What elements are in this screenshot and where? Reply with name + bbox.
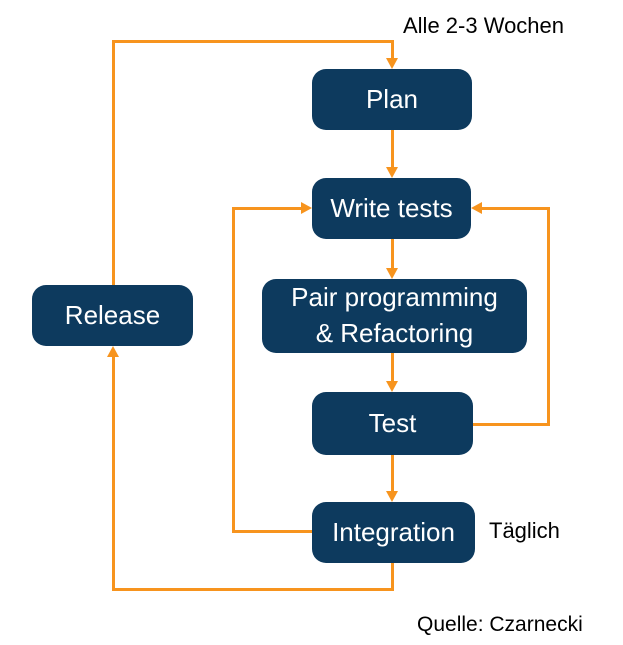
edge-integration-writetests-horizontal-bottom	[232, 530, 312, 533]
edge-pair-test-line	[391, 353, 394, 382]
edge-integration-release-arrowhead-icon	[107, 346, 119, 357]
edge-release-plan-vertical-drop	[391, 40, 394, 59]
flow-node-test: Test	[312, 392, 473, 455]
edge-integration-writetests-horizontal-top	[232, 207, 302, 210]
edge-pair-test-arrowhead-icon	[386, 381, 398, 392]
edge-test-integration-line	[391, 455, 394, 492]
edge-release-plan-horizontal-top	[112, 40, 394, 43]
daily-label: Täglich	[489, 518, 560, 543]
edge-integration-writetests-arrowhead-icon	[301, 202, 312, 214]
edge-release-plan-vertical-left	[112, 40, 115, 285]
edge-integration-release-horizontal-bottom	[112, 588, 394, 591]
flow-node-plan: Plan	[312, 69, 472, 130]
edge-writetests-pair-arrowhead-icon	[386, 268, 398, 279]
edge-plan-writetests-line	[391, 130, 394, 168]
edge-test-integration-arrowhead-icon	[386, 491, 398, 502]
edge-integration-release-vertical-left	[112, 357, 115, 591]
flow-node-pair-programming-refactoring: Pair programming & Refactoring	[262, 279, 527, 353]
edge-writetests-pair-line	[391, 239, 394, 269]
edge-plan-writetests-arrowhead-icon	[386, 167, 398, 178]
source-credit-label: Quelle: Czarnecki	[417, 613, 583, 636]
edge-test-writetests-vertical-right	[547, 207, 550, 426]
flow-node-integration: Integration	[312, 502, 475, 563]
cycle-interval-label: Alle 2-3 Wochen	[403, 13, 565, 38]
flow-node-release: Release	[32, 285, 193, 346]
edge-test-writetests-horizontal-bottom	[473, 423, 550, 426]
edge-release-plan-arrowhead-icon	[386, 58, 398, 69]
edge-test-writetests-horizontal-top	[482, 207, 550, 210]
edge-test-writetests-arrowhead-icon	[471, 202, 482, 214]
flow-node-write-tests: Write tests	[312, 178, 471, 239]
edge-integration-writetests-vertical-left	[232, 207, 235, 533]
edge-integration-release-vertical-drop	[391, 563, 394, 591]
